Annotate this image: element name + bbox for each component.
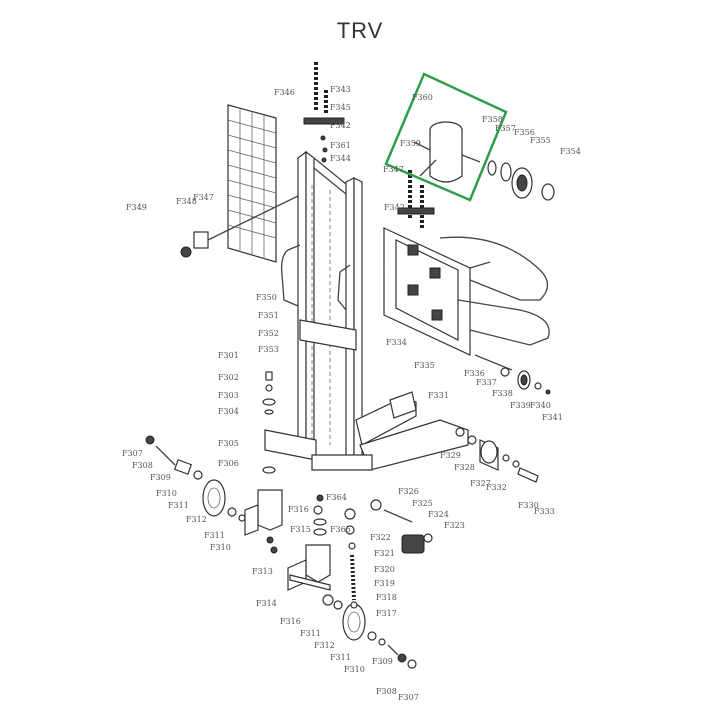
caster-center <box>287 494 417 669</box>
part-label: F340 <box>530 401 551 410</box>
part-label: F322 <box>370 533 391 542</box>
fork-carriage <box>383 227 550 356</box>
part-label: F315 <box>290 525 311 534</box>
part-label: F337 <box>476 378 497 387</box>
part-label: F304 <box>218 407 239 416</box>
chain-left <box>303 62 345 163</box>
part-label: F355 <box>530 136 551 145</box>
part-label: F310 <box>156 489 177 498</box>
part-label: F343 <box>330 85 351 94</box>
part-label: F313 <box>252 567 273 576</box>
part-label: F328 <box>454 463 475 472</box>
part-label: F338 <box>492 389 513 398</box>
part-label: F347 <box>193 193 214 202</box>
part-label: F329 <box>440 451 461 460</box>
part-label: F306 <box>218 459 239 468</box>
part-label: F342 <box>330 121 351 130</box>
part-label: F360 <box>412 93 433 102</box>
diagram-title: TRV <box>336 18 384 43</box>
part-label: F341 <box>542 413 563 422</box>
part-label: F330 <box>518 501 539 510</box>
part-label: F308 <box>132 461 153 470</box>
part-label: F335 <box>414 361 435 370</box>
part-label: F325 <box>412 499 433 508</box>
rear-axle-assembly <box>455 354 551 483</box>
mesh-screen <box>180 104 301 263</box>
pulley-assembly <box>413 121 555 201</box>
part-label: F316 <box>288 505 309 514</box>
part-label: F311 <box>300 629 321 638</box>
part-label: F336 <box>464 369 485 378</box>
part-label: F361 <box>330 141 351 150</box>
caster-left-upper <box>145 435 246 522</box>
part-label: F311 <box>204 531 225 540</box>
part-label: F310 <box>344 665 365 674</box>
part-label: F303 <box>218 391 239 400</box>
caster-fork-left <box>244 371 283 554</box>
part-label: F311 <box>168 501 189 510</box>
part-label: F339 <box>510 401 531 410</box>
pump-assembly <box>370 499 433 554</box>
part-label: F311 <box>330 653 351 662</box>
part-label: F350 <box>256 293 277 302</box>
part-label: F348 <box>176 197 197 206</box>
part-label: F326 <box>398 487 419 496</box>
part-label: F349 <box>126 203 147 212</box>
part-label: F324 <box>428 510 449 519</box>
part-label: F344 <box>330 154 351 163</box>
part-label: F308 <box>376 687 397 696</box>
part-label: F352 <box>258 329 279 338</box>
part-label: F310 <box>210 543 231 552</box>
part-label: F359 <box>400 139 421 148</box>
part-label: F320 <box>374 565 395 574</box>
part-labels: F343F345F342F361F344F346F360F358F357F356… <box>122 85 581 702</box>
part-label: F334 <box>386 338 407 347</box>
part-label: F364 <box>326 493 347 502</box>
part-label: F346 <box>274 88 295 97</box>
part-label: F333 <box>534 507 555 516</box>
spring-stack <box>344 508 358 609</box>
part-label: F301 <box>218 351 239 360</box>
part-label: F354 <box>560 147 581 156</box>
part-label: F319 <box>374 579 395 588</box>
chain-right <box>397 170 435 228</box>
part-label: F316 <box>280 617 301 626</box>
part-label: F309 <box>150 473 171 482</box>
part-label: F312 <box>314 641 335 650</box>
part-label: F302 <box>218 373 239 382</box>
part-label: F345 <box>330 103 351 112</box>
part-label: F323 <box>444 521 465 530</box>
part-label: F358 <box>482 115 503 124</box>
highlight-box <box>384 72 508 202</box>
part-label: F356 <box>514 128 535 137</box>
part-label: F332 <box>486 483 507 492</box>
part-label: F309 <box>372 657 393 666</box>
part-label: F314 <box>256 599 277 608</box>
part-label: F307 <box>122 449 143 458</box>
part-label: F347 <box>383 165 404 174</box>
part-label: F357 <box>495 124 516 133</box>
part-label: F351 <box>258 311 279 320</box>
part-label: F365 <box>330 525 351 534</box>
part-label: F317 <box>376 609 397 618</box>
part-label: F312 <box>186 515 207 524</box>
part-label: F327 <box>470 479 491 488</box>
part-label: F331 <box>428 391 449 400</box>
base-frame <box>264 391 469 471</box>
part-label: F342 <box>384 203 405 212</box>
part-label: F353 <box>258 345 279 354</box>
part-label: F321 <box>374 549 395 558</box>
part-label: F307 <box>398 693 419 702</box>
part-label: F318 <box>376 593 397 602</box>
part-label: F305 <box>218 439 239 448</box>
